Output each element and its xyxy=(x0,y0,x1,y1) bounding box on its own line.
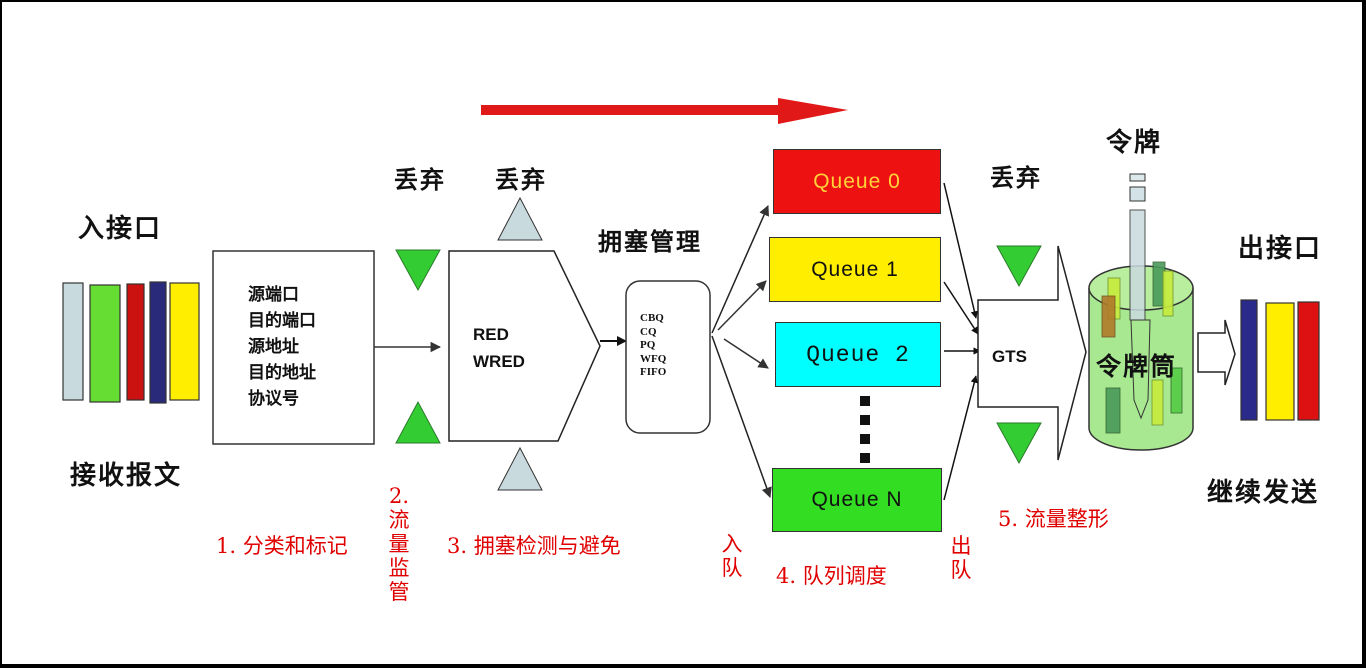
management-algorithms: CBQ CQ PQ WFQ FIFO xyxy=(640,312,666,380)
ellipsis-dots xyxy=(860,396,870,463)
algorithm-item: CBQ xyxy=(640,312,664,324)
dequeue-arrows xyxy=(943,182,981,501)
drop-triangle-icon xyxy=(996,245,1042,288)
algorithm-red: RED xyxy=(473,325,509,344)
bucket-to-egress-arrow xyxy=(1197,319,1236,386)
step-avoid: 3. 拥塞检测与避免 xyxy=(447,534,621,558)
step-char: 量 xyxy=(388,532,410,556)
drop-triangle-icon xyxy=(497,196,543,241)
step-shape: 5. 流量整形 xyxy=(998,507,1109,531)
queue-1: Queue 1 xyxy=(769,237,941,302)
step-char: 监 xyxy=(388,556,410,580)
traffic-shaping-box xyxy=(977,245,1087,461)
egress-title: 出接口 xyxy=(1238,234,1323,264)
drop-triangle-icon xyxy=(395,249,441,292)
classifier-field: 目的地址 xyxy=(248,363,316,383)
ingress-caption: 接收报文 xyxy=(70,461,183,491)
packet-bar xyxy=(126,283,145,401)
drop-label-avoidance: 丢弃 xyxy=(495,166,547,194)
token-bucket-label: 令牌筒 xyxy=(1096,352,1178,381)
enqueue-arrows xyxy=(711,205,772,498)
classifier-fields: 源端口 目的端口 源地址 目的地址 协议号 xyxy=(248,282,316,412)
queue-n: Queue N xyxy=(772,468,942,532)
classifier-field: 目的端口 xyxy=(248,311,316,331)
algorithm-item: CQ xyxy=(640,325,657,338)
packet-bar xyxy=(62,282,84,401)
token-stream xyxy=(1129,173,1146,321)
congestion-management-box xyxy=(625,280,711,434)
step-dequeue: 出队 xyxy=(949,534,973,582)
packet-bar xyxy=(1265,302,1295,421)
packet-bar xyxy=(89,284,121,403)
avoidance-algorithms: RED WRED xyxy=(473,321,525,375)
queue-2: Queue 2 xyxy=(775,322,941,387)
algorithm-item: FIFO xyxy=(640,366,667,378)
congestion-avoidance-box xyxy=(448,250,601,442)
classifier-box xyxy=(212,250,375,445)
packet-bar xyxy=(1297,301,1320,421)
step-char: 出 xyxy=(950,534,972,558)
step-police: 2.流量监管 xyxy=(387,484,411,604)
step-enqueue: 入队 xyxy=(720,532,744,580)
step-char: 管 xyxy=(388,580,410,604)
step-schedule: 4. 队列调度 xyxy=(776,564,887,588)
classifier-field: 协议号 xyxy=(248,389,299,409)
egress-caption: 继续发送 xyxy=(1207,478,1320,508)
drop-label-policing: 丢弃 xyxy=(394,166,446,194)
algorithm-wred: WRED xyxy=(473,352,525,371)
ingress-packets xyxy=(62,281,200,404)
step-classify: 1. 分类和标记 xyxy=(216,534,348,558)
drop-triangle-icon xyxy=(996,422,1042,465)
ingress-title: 入接口 xyxy=(78,214,163,244)
queue-0: Queue 0 xyxy=(773,149,941,214)
token-label: 令牌 xyxy=(1106,128,1163,158)
packet-bar xyxy=(169,282,200,401)
flow-direction-arrow xyxy=(481,98,848,124)
drop-triangle-icon xyxy=(497,446,543,491)
algorithm-item: WFQ xyxy=(640,352,667,365)
egress-packets xyxy=(1240,299,1320,421)
step-char: 队 xyxy=(721,556,743,580)
step-char: 入 xyxy=(721,532,743,556)
packet-bar xyxy=(1240,299,1258,421)
step-char: 队 xyxy=(950,558,972,582)
classifier-field: 源端口 xyxy=(248,285,299,305)
classifier-field: 源地址 xyxy=(248,337,299,357)
gts-label: GTS xyxy=(992,347,1027,366)
step-char: 2. xyxy=(388,484,410,508)
drop-label-shaping: 丢弃 xyxy=(990,164,1042,192)
congestion-management-title: 拥塞管理 xyxy=(598,228,702,256)
step-char: 流 xyxy=(388,508,410,532)
packet-bar xyxy=(149,281,167,404)
drop-triangle-icon xyxy=(395,400,441,444)
algorithm-item: PQ xyxy=(640,339,656,351)
